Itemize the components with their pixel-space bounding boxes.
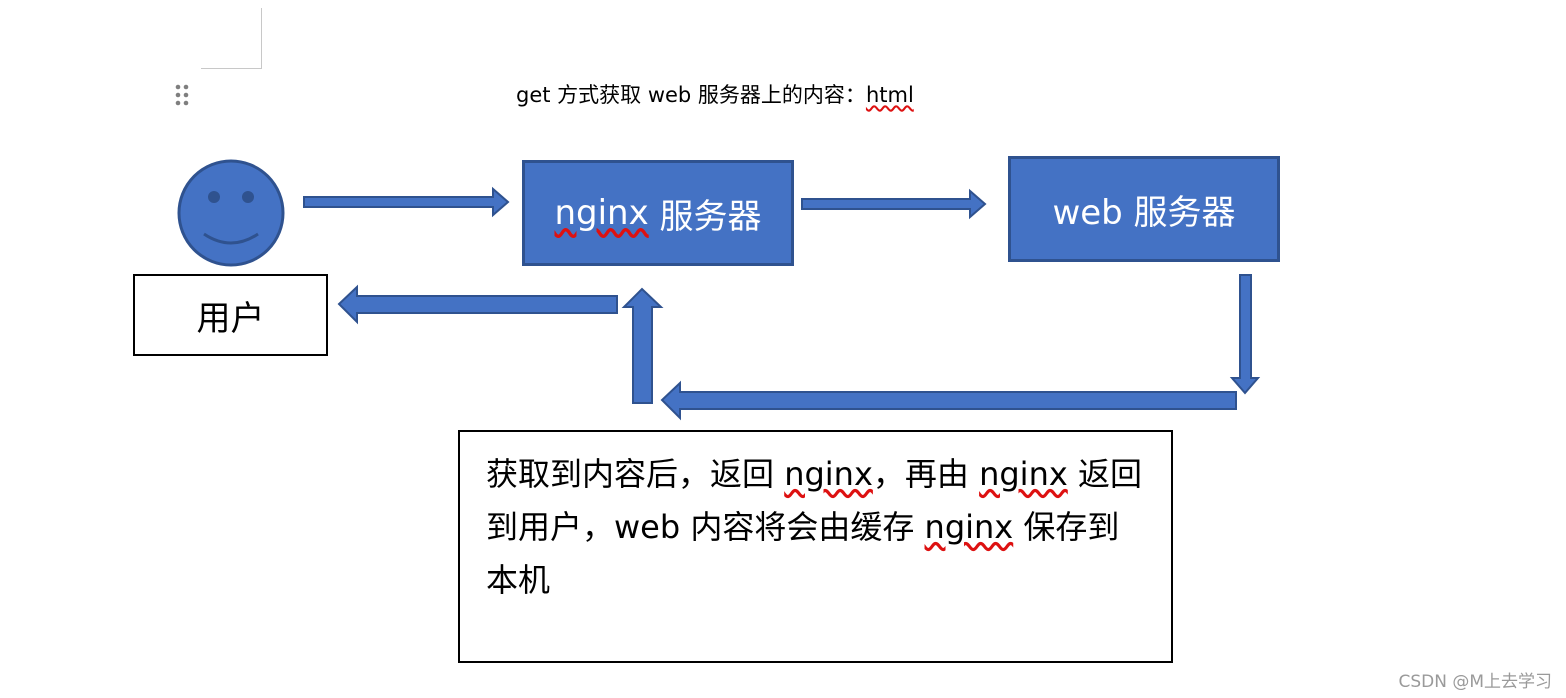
page-corner-marker [201,8,262,69]
arrow-return-left [660,380,1237,421]
title-prefix: get 方式获取 web 服务器上的内容： [516,83,866,107]
arrow-up-to-nginx [621,287,664,404]
web-server-box: web 服务器 [1008,156,1280,262]
note-nginx-1: nginx [784,455,873,493]
web-box-label: web 服务器 [1052,192,1236,233]
note-nginx-2: nginx [979,455,1068,493]
note-part2: ，再由 [872,455,980,493]
user-label-box: 用户 [133,274,328,356]
arrow-nginx-to-user [337,284,618,325]
note-part1: 获取到内容后，返回 [486,455,785,493]
note-part3: 返回到用户，web 内容将会由缓存 [486,455,1142,546]
arrow-nginx-to-web [801,188,987,220]
user-label: 用户 [196,298,265,339]
nginx-box-word: nginx [554,193,649,233]
note-nginx-3: nginx [924,508,1014,546]
drag-handle-icon[interactable] [174,83,190,107]
watermark: CSDN @M上去学习 [1398,672,1552,692]
diagram-title: get 方式获取 web 服务器上的内容：html [516,80,914,110]
note-part4: 保存到本机 [486,508,1120,599]
title-html-word: html [865,83,914,107]
arrow-user-to-nginx [303,186,510,218]
explanation-note-box: 获取到内容后，返回 nginx，再由 nginx 返回到用户，web 内容将会由… [458,430,1173,663]
arrow-web-down [1229,274,1261,395]
nginx-box-suffix: 服务器 [648,196,762,237]
smiley-face-icon [177,159,285,267]
nginx-server-box: nginx 服务器 [522,160,794,266]
